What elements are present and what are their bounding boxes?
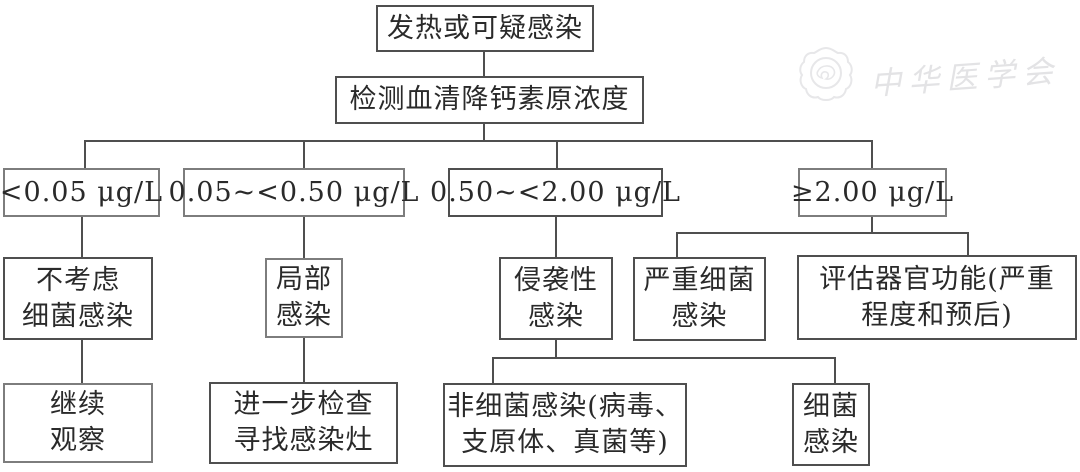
node-label-line: 感染: [528, 300, 584, 332]
connector: [967, 233, 969, 255]
connector: [871, 141, 873, 168]
node-label-line: 评估器官功能(严重: [819, 263, 1055, 295]
node-continue-observation: 继续 观察: [3, 383, 153, 463]
node-fever-or-suspected-infection: 发热或可疑感染: [376, 5, 594, 52]
node-label-line: 感染: [671, 301, 728, 332]
node-label-line: 寻找感染灶: [233, 425, 374, 456]
node-label-line: 支原体、真菌等): [461, 427, 669, 458]
connector: [303, 217, 305, 258]
connector: [81, 217, 83, 257]
connector: [81, 340, 83, 383]
node-label-line: 感染: [803, 426, 859, 458]
watermark-text: 中华医学会: [869, 52, 1062, 103]
node-test-serum-procalcitonin: 检测血清降钙素原浓度: [335, 76, 644, 124]
connector: [492, 357, 836, 359]
connector: [676, 232, 969, 234]
connector: [483, 52, 485, 78]
node-severe-bacterial-infection: 严重细菌 感染: [633, 257, 766, 341]
connector: [834, 358, 836, 383]
node-label-line: 细菌感染: [22, 300, 134, 332]
node-label-line: 局部: [276, 264, 332, 296]
node-threshold-lt-0.05: <0.05 μg/L: [0, 168, 162, 217]
node-label-line: 继续: [50, 389, 106, 421]
node-label-line: 程度和预后): [861, 299, 1013, 331]
watermark: 中华医学会: [798, 40, 1073, 108]
node-label-line: 不考虑: [36, 264, 120, 296]
node-invasive-infection: 侵袭性 感染: [499, 257, 613, 340]
node-local-infection: 局部 感染: [265, 258, 343, 338]
node-label-line: 细菌: [803, 390, 859, 422]
connector: [84, 140, 873, 142]
node-non-bacterial-infection: 非细菌感染(病毒、 支原体、真菌等): [443, 383, 687, 467]
connector: [303, 141, 305, 168]
node-label-line: 观察: [50, 425, 106, 456]
node-threshold-0.05-0.50: 0.05~<0.50 μg/L: [169, 168, 418, 217]
connector: [556, 141, 558, 168]
node-label-line: 严重细菌: [643, 265, 756, 297]
connector: [84, 141, 86, 168]
node-bacterial-infection: 细菌 感染: [792, 383, 870, 466]
node-label-line: 进一步检查: [233, 389, 374, 421]
connector: [492, 358, 494, 383]
node-no-bacterial-infection: 不考虑 细菌感染: [3, 257, 153, 340]
node-threshold-0.50-2.00: 0.50~<2.00 μg/L: [430, 168, 680, 217]
connector: [555, 340, 557, 358]
node-assess-organ-function: 评估器官功能(严重 程度和预后): [797, 255, 1077, 340]
connector: [303, 338, 305, 382]
node-label-line: 侵袭性: [514, 264, 598, 296]
connector: [555, 217, 557, 257]
node-label-line: 感染: [276, 300, 332, 331]
connector: [676, 233, 678, 257]
node-further-examination: 进一步检查 寻找感染灶: [209, 382, 398, 464]
node-label-line: 非细菌感染(病毒、: [447, 391, 683, 423]
node-threshold-gte-2.00: ≥2.00 μg/L: [791, 168, 953, 217]
connector: [871, 217, 873, 233]
connector: [483, 124, 485, 141]
medical-association-logo-icon: [799, 46, 853, 101]
